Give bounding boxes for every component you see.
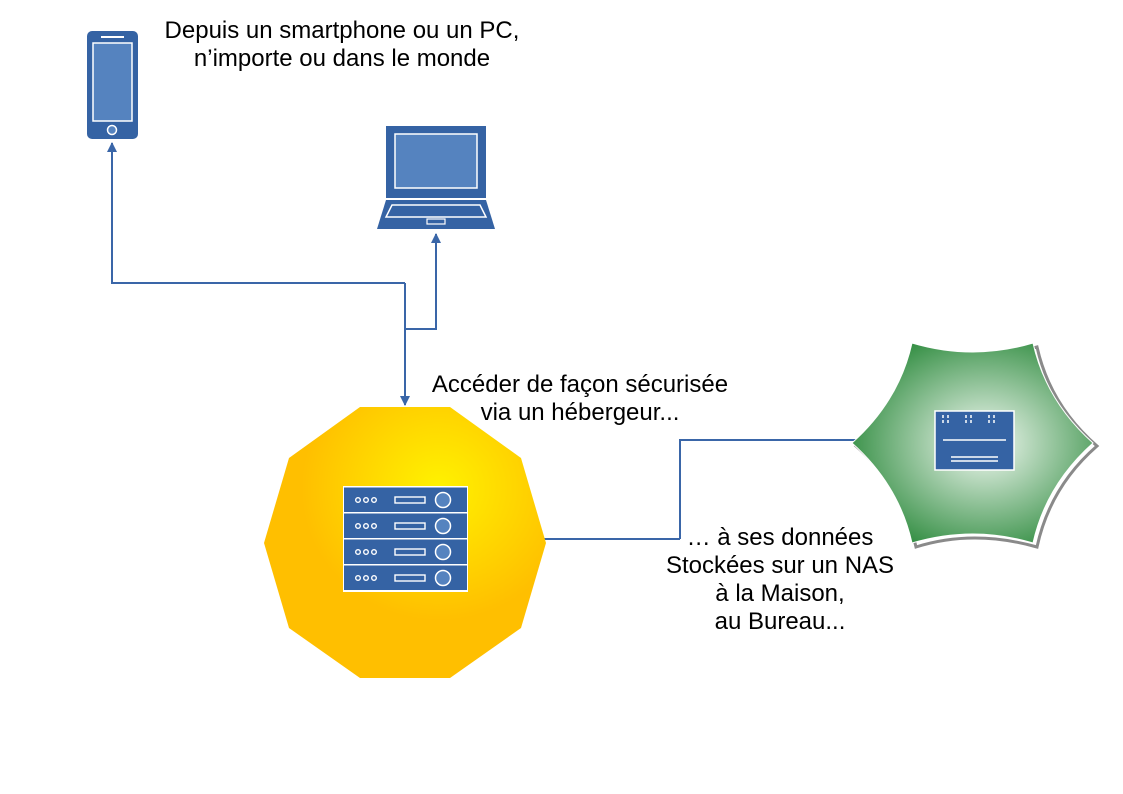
nas-device-icon[interactable] xyxy=(934,410,1015,471)
host-caption-line-2: via un hébergeur... xyxy=(480,399,680,426)
nas-caption-line-4: au Bureau... xyxy=(714,608,846,635)
server-unit xyxy=(344,565,467,590)
connector-host-to-smartphone xyxy=(107,142,405,284)
laptop-icon[interactable] xyxy=(377,126,495,229)
nas-caption-line-3: à la Maison, xyxy=(715,580,845,607)
server-rack-icon[interactable] xyxy=(343,486,468,592)
server-unit xyxy=(344,539,467,564)
nas-caption-line-1: … à ses données xyxy=(686,524,874,551)
nas-caption-line-2: Stockées sur un NAS xyxy=(665,552,895,579)
devices-caption-line-1: Depuis un smartphone ou un PC, xyxy=(164,17,520,44)
nas-caption: … à ses données Stockées sur un NAS à la… xyxy=(630,524,930,636)
smartphone-icon[interactable] xyxy=(87,31,138,139)
host-caption-line-1: Accéder de façon sécurisée xyxy=(431,371,729,398)
connector-host-to-nas xyxy=(679,435,933,539)
connector-host-to-laptop xyxy=(405,233,441,330)
host-caption: Accéder de façon sécurisée via un héberg… xyxy=(410,371,750,427)
server-unit xyxy=(344,513,467,538)
devices-caption: Depuis un smartphone ou un PC, n’importe… xyxy=(142,17,542,73)
server-unit xyxy=(344,487,467,512)
devices-caption-line-2: n’importe ou dans le monde xyxy=(193,45,491,72)
